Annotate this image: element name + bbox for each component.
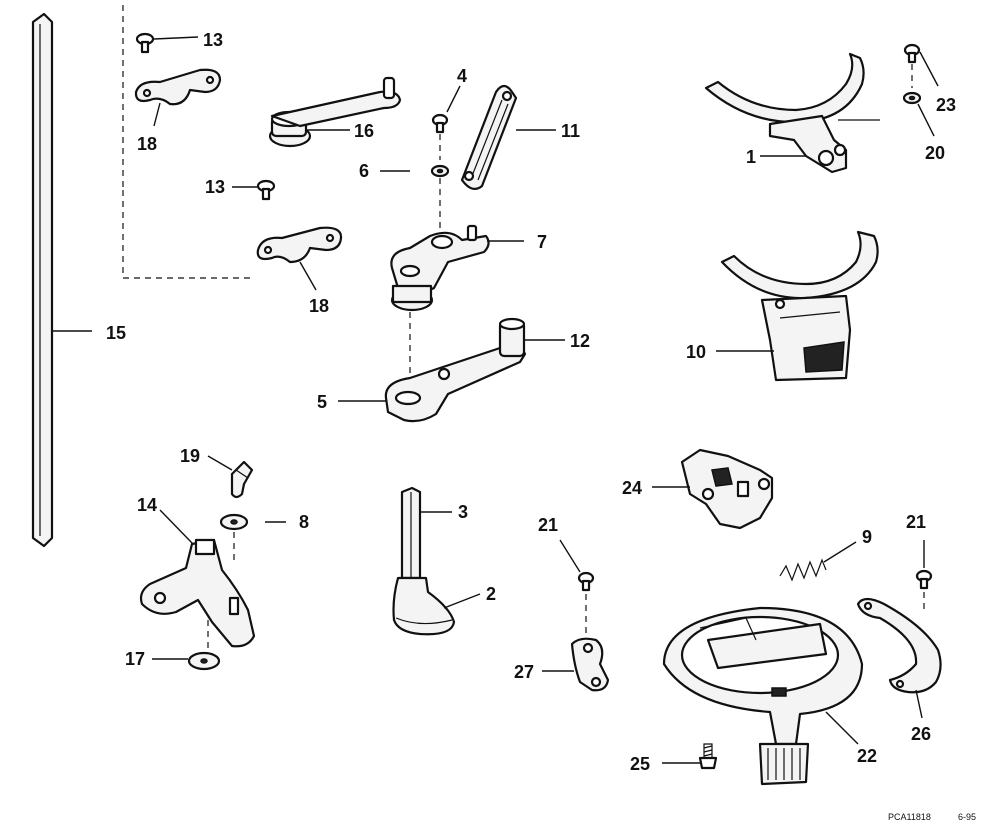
drawing-code: PCA11818 (888, 812, 931, 822)
callout-9: 9 (862, 527, 872, 547)
part-12-arm (384, 317, 565, 423)
callout-18a: 18 (137, 134, 157, 154)
callout-7: 7 (537, 232, 547, 252)
part-9-spring (779, 541, 857, 582)
part-23-screw (903, 43, 939, 88)
part-13-screw-mid (232, 179, 276, 201)
callout-21b: 21 (906, 512, 926, 532)
callout-3: 3 (458, 502, 468, 522)
part-3-shaft (400, 486, 452, 580)
callout-2: 2 (486, 584, 496, 604)
part-18-lever-top (134, 68, 222, 127)
part-21-screw-center (559, 539, 595, 634)
part-26-arc (856, 597, 942, 719)
part-15-rod (31, 12, 92, 548)
callout-25: 25 (630, 754, 650, 774)
callout-13b: 13 (205, 177, 225, 197)
callout-27: 27 (514, 662, 534, 682)
part-21-screw-right (915, 540, 933, 614)
part-6-washer (380, 164, 450, 228)
part-7-arm (390, 224, 524, 386)
part-4-screw (431, 85, 461, 160)
part-22-base (662, 606, 864, 786)
callout-4: 4 (457, 66, 467, 86)
callout-14: 14 (137, 495, 157, 515)
part-27-bracket (542, 637, 610, 692)
callout-5: 5 (317, 392, 327, 412)
part-17-washer (152, 651, 221, 671)
part-13-screw-top (135, 32, 199, 54)
callout-22: 22 (857, 746, 877, 766)
part-25-screw (662, 743, 718, 770)
part-19-clip (207, 455, 254, 499)
callout-6: 6 (359, 161, 369, 181)
callout-1: 1 (746, 147, 756, 167)
part-16-crank (268, 76, 402, 148)
part-8-washer (219, 513, 286, 560)
callout-20: 20 (925, 143, 945, 163)
callout-8: 8 (299, 512, 309, 532)
callout-21a: 21 (538, 515, 558, 535)
callout-19: 19 (180, 446, 200, 466)
part-20-washer (902, 91, 935, 137)
group-bracket (122, 5, 250, 279)
drawing-date: 6-95 (958, 812, 976, 822)
part-2-knob (392, 576, 481, 636)
callout-24: 24 (622, 478, 642, 498)
part-10-plate (716, 230, 879, 382)
part-11-link (460, 84, 556, 190)
callout-26: 26 (911, 724, 931, 744)
part-1-cam (704, 52, 880, 174)
callout-11: 11 (561, 121, 580, 141)
part-14-bracket (139, 509, 256, 650)
part-18-lever-mid (256, 226, 343, 291)
part-24-block (652, 448, 774, 530)
callout-12: 12 (570, 331, 590, 351)
callout-16: 16 (354, 121, 374, 141)
callout-23: 23 (936, 95, 956, 115)
callout-17: 17 (125, 649, 145, 669)
callout-18b: 18 (309, 296, 329, 316)
callout-10: 10 (686, 342, 706, 362)
callout-15: 15 (106, 323, 126, 343)
callout-13a: 13 (203, 30, 223, 50)
